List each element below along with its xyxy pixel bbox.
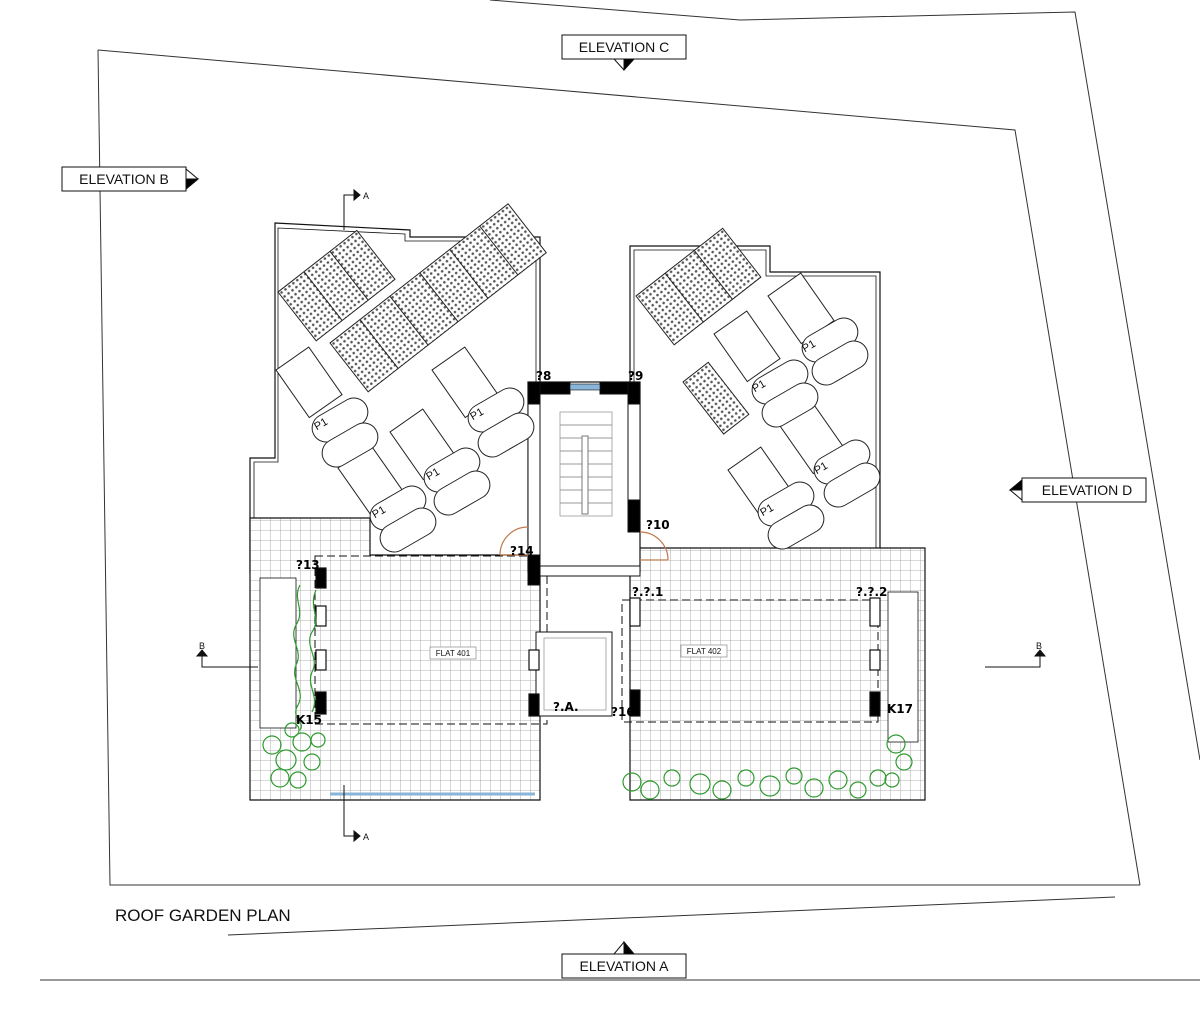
column-tag-k9: ?9 (628, 369, 643, 383)
column-tag-k10: ?10 (646, 518, 670, 532)
column-tag-k16: ?16 (611, 705, 635, 719)
column-tag-k11: ?.?.1 (632, 585, 663, 599)
elevation-b-label: ELEVATION B (79, 171, 169, 187)
site-boundary (40, 0, 1200, 981)
door-swings (499, 526, 669, 561)
section-a-top-label: A (363, 191, 369, 201)
plan-title: ROOF GARDEN PLAN (115, 906, 291, 925)
solar-label: P1 (312, 416, 330, 433)
section-b-left-label: B (199, 641, 205, 651)
solar-label: P1 (468, 406, 486, 423)
elevation-d-label: ELEVATION D (1042, 482, 1133, 498)
solar-labels: P1 P1 P1 P1 P1 P1 P1 P1 (312, 338, 830, 521)
solar-label: P1 (424, 466, 442, 483)
stair-core (527, 381, 641, 717)
elevation-a-label: ELEVATION A (580, 958, 670, 974)
column-tag-k14: ?14 (510, 544, 534, 558)
solar-label: P1 (812, 460, 830, 477)
solar-label: P1 (758, 502, 776, 519)
column-tag-ka: ?.A. (553, 700, 579, 714)
column-tag-k15: K15 (296, 713, 322, 727)
elevation-markers (61, 34, 1147, 979)
columns (315, 567, 881, 717)
flat-402-tag-box (680, 644, 728, 658)
solar-panel-arrays (277, 203, 762, 435)
column-tag-k12: ?.?.2 (856, 585, 887, 599)
solar-label: P1 (750, 378, 768, 395)
planting (262, 584, 913, 800)
solar-label: P1 (800, 338, 818, 355)
flat-402-label: FLAT 402 (687, 647, 722, 656)
column-tag-k13: ?13 (296, 558, 320, 572)
column-tag-k17: K17 (887, 702, 913, 716)
flat-401-tag-box (429, 646, 477, 660)
solar-label: P1 (370, 504, 388, 521)
flat-401-label: FLAT 401 (436, 649, 471, 658)
section-a-bottom-label: A (363, 832, 369, 842)
section-b-right-label: B (1036, 641, 1042, 651)
section-a-line (343, 188, 361, 843)
elevation-c-label: ELEVATION C (579, 39, 670, 55)
section-b-line (195, 649, 1047, 668)
water-tanks (311, 317, 881, 553)
column-tag-k8: ?8 (536, 369, 551, 383)
